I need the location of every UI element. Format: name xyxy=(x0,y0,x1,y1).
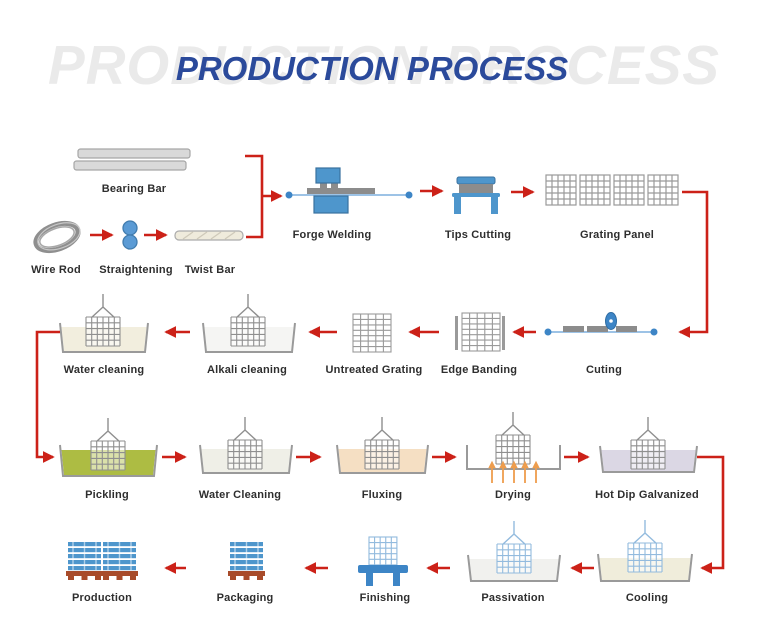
label-twist-bar: Twist Bar xyxy=(184,264,236,276)
connector-bearing-twist-merge xyxy=(245,154,264,239)
untreated-grating-icon xyxy=(352,313,392,353)
label-finishing: Finishing xyxy=(359,592,411,604)
label-hot-dip-galvanized: Hot Dip Galvanized xyxy=(595,489,699,501)
label-cuting: Cuting xyxy=(585,364,623,376)
connector-water-cleaning-to-pickling xyxy=(35,330,60,463)
packaging-icon xyxy=(227,541,266,581)
label-water-cleaning-row2: Water cleaning xyxy=(63,364,145,376)
edge-banding-icon xyxy=(455,312,505,352)
label-forge-welding: Forge Welding xyxy=(292,229,372,241)
connector-grating-panel-to-cuting xyxy=(678,190,709,338)
label-grating-panel: Grating Panel xyxy=(579,229,655,241)
forge-welding-icon xyxy=(285,167,413,214)
label-water-cleaning-row3: Water Cleaning xyxy=(198,489,282,501)
cooling-tank-icon xyxy=(597,519,693,582)
label-untreated-grating: Untreated Grating xyxy=(325,364,423,376)
label-drying: Drying xyxy=(494,489,532,501)
label-passivation: Passivation xyxy=(481,592,545,604)
hot-dip-galvanized-tank-icon xyxy=(599,416,698,473)
tips-cutting-icon xyxy=(452,176,500,214)
passivation-tank-icon xyxy=(467,520,561,582)
label-edge-banding: Edge Banding xyxy=(440,364,518,376)
fluxing-tank-icon xyxy=(336,416,429,474)
label-packaging: Packaging xyxy=(216,592,274,604)
title-watermark: PRODUCTION PROCESS xyxy=(48,34,720,96)
label-pickling: Pickling xyxy=(85,489,129,501)
wire-rod-icon xyxy=(33,220,81,254)
straightening-icon xyxy=(122,220,138,250)
label-alkali-cleaning: Alkali cleaning xyxy=(206,364,288,376)
label-wire-rod: Wire Rod xyxy=(31,264,81,276)
water-cleaning-row3-tank-icon xyxy=(199,416,293,474)
water-cleaning-row2-tank-icon xyxy=(59,293,149,353)
drying-station-icon xyxy=(466,411,561,483)
label-production: Production xyxy=(71,592,133,604)
cuting-icon xyxy=(544,312,658,336)
bearing-bar-icon xyxy=(73,148,191,171)
label-tips-cutting: Tips Cutting xyxy=(444,229,512,241)
grating-panel-icon xyxy=(545,174,679,206)
pickling-tank-icon xyxy=(59,417,158,477)
label-straightening: Straightening xyxy=(99,264,173,276)
label-bearing-bar: Bearing Bar xyxy=(101,183,167,195)
finishing-table-icon xyxy=(358,536,408,586)
label-cooling: Cooling xyxy=(625,592,669,604)
page-title: PRODUCTION PROCESS xyxy=(175,50,569,87)
label-fluxing: Fluxing xyxy=(361,489,403,501)
production-icon xyxy=(65,541,139,581)
connector-hot-dip-to-cooling xyxy=(697,455,725,574)
alkali-cleaning-tank-icon xyxy=(202,293,296,353)
twist-bar-icon xyxy=(174,230,244,241)
